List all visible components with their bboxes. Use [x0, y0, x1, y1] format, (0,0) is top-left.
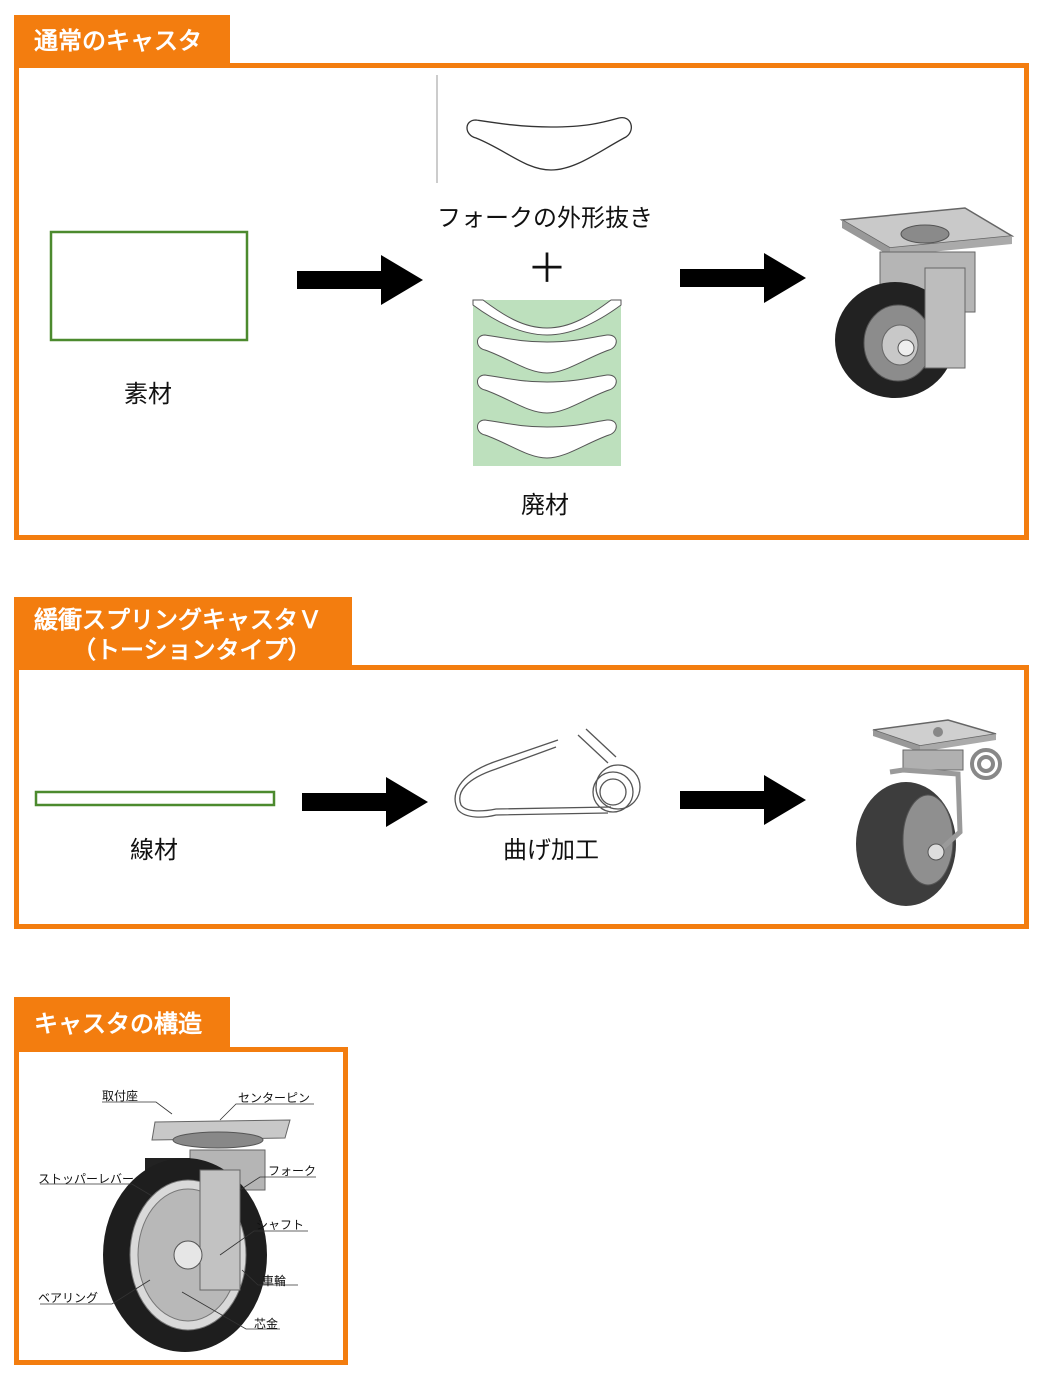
arrow-right-icon [680, 253, 806, 303]
standard-caster-image [835, 207, 1015, 398]
part-label-bearing: ベアリング [38, 1291, 99, 1305]
arrow-right-icon [680, 775, 806, 825]
arrow-right-icon [302, 777, 428, 827]
part-label-shaft: シャフト [256, 1218, 305, 1232]
raw-material-plate [49, 230, 249, 342]
bending-label: 曲げ加工 [503, 836, 599, 864]
part-label-mount-plate: 取付座 [102, 1089, 139, 1103]
bent-wire-shape [454, 728, 641, 818]
section2-title-line2: （トーションタイプ） [72, 636, 312, 664]
plus-sign: ＋ [527, 246, 567, 292]
section2-title-line1: 緩衝スプリングキャスタＶ [34, 606, 322, 634]
wire-bar [34, 790, 276, 807]
section3-title: キャスタの構造 [14, 997, 230, 1051]
spring-caster-image [856, 719, 1002, 906]
wire-label: 線材 [130, 836, 178, 864]
part-label-center-pin: センターピン [238, 1091, 311, 1105]
arrow-right-icon [297, 255, 423, 305]
waste-sheet [472, 299, 622, 466]
material-label: 素材 [124, 380, 172, 408]
section2-title: 緩衝スプリングキャスタＶ （トーションタイプ） [14, 597, 352, 669]
leader-lines [40, 1101, 316, 1330]
waste-label: 廃材 [521, 491, 569, 519]
fork-outline-shape [436, 75, 632, 183]
part-label-wheel: 車輪 [262, 1274, 287, 1288]
part-label-fork: フォーク [268, 1164, 317, 1178]
part-label-core: 芯金 [254, 1317, 279, 1331]
fork-cutout-label: フォークの外形抜き [437, 204, 653, 232]
part-label-stopper-lever: ストッパーレバー [38, 1172, 135, 1186]
caster-structure-image [103, 1119, 291, 1352]
section1-title: 通常のキャスタ [14, 15, 230, 67]
